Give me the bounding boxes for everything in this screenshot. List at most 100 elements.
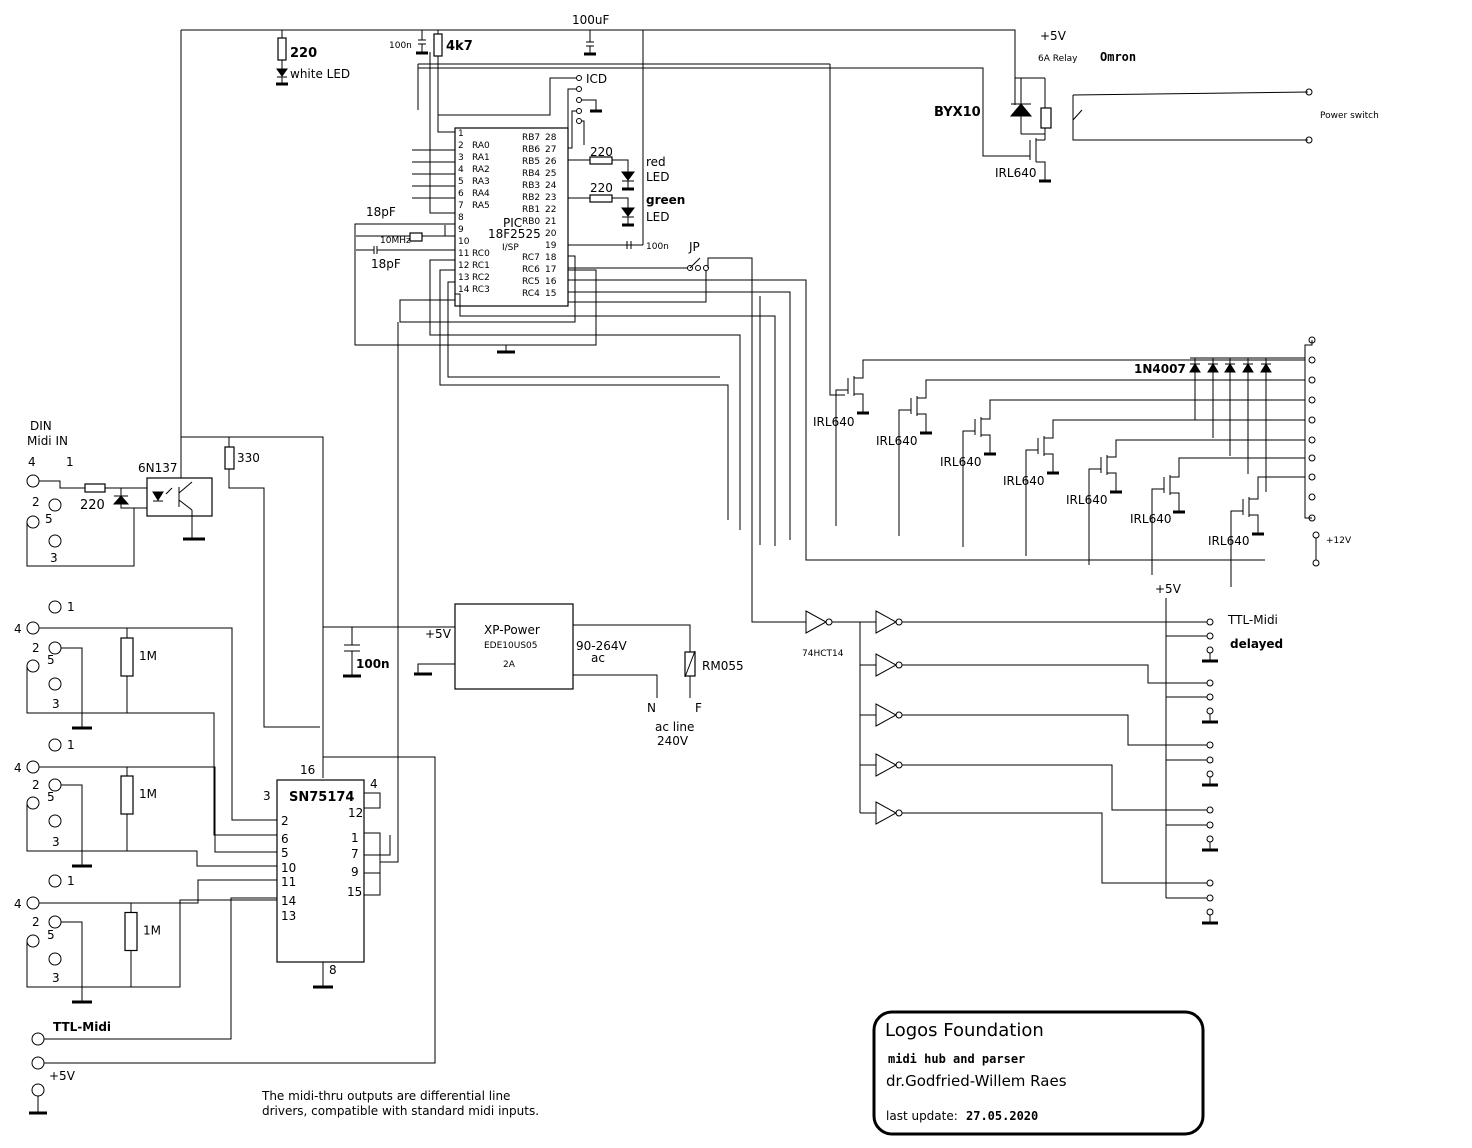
midi-out-pin-2-label: 2 xyxy=(32,915,40,929)
power-switch-label: Power switch xyxy=(1320,111,1379,121)
din-protect-diode-icon xyxy=(112,495,130,505)
psu-current: 2A xyxy=(503,660,516,670)
jumper-jp: JP xyxy=(568,240,806,623)
psu-out-label: +5V xyxy=(425,627,452,641)
din-title-2: Midi IN xyxy=(27,434,68,448)
relay-brand-label: Omron xyxy=(1100,50,1136,64)
pic-pin-name-2: RA0 xyxy=(472,141,490,151)
fet-label-5: IRL640 xyxy=(1066,493,1107,507)
pic-pin-num-23: 23 xyxy=(545,193,556,203)
title-update-label: last update: xyxy=(886,1109,958,1123)
acline-label-1: ac line xyxy=(655,720,694,734)
midi-out-pin-4-label: 4 xyxy=(14,622,22,636)
fet-connector-pin xyxy=(1308,396,1316,404)
midi-out-pin-5-label: 5 xyxy=(47,790,55,804)
ttl-out-gnd-pin xyxy=(1206,707,1214,715)
red-led-label-1: red xyxy=(646,155,666,169)
pic-pin-name-23: RB2 xyxy=(522,193,540,203)
midi-out-resistor xyxy=(120,637,134,677)
pic-pin-num-10: 10 xyxy=(458,237,470,247)
pic-pin-num-3: 3 xyxy=(458,153,464,163)
pic-pin-num-2: 2 xyxy=(458,141,464,151)
midi-out-pin-3 xyxy=(48,952,62,966)
resistor-4k7 xyxy=(433,33,443,57)
ttl-out-signal-pin xyxy=(1206,806,1214,814)
pic-pin-name-11: RC0 xyxy=(472,249,490,259)
relay-fet-label: IRL640 xyxy=(995,166,1036,180)
green-led-resistor-label: 220 xyxy=(590,181,613,195)
diode-label: 1N4007 xyxy=(1134,362,1186,376)
fet-connector-pin xyxy=(1308,454,1316,462)
ttl-delayed-outputs: 74HCT14 +5V TTL-Midi delayed xyxy=(802,582,1283,925)
pic-pin-name-27: RB6 xyxy=(522,145,540,155)
sn-pin-3: 3 xyxy=(263,789,271,803)
pic-pin-name-12: RC1 xyxy=(472,261,490,271)
psu-vac-2: ac xyxy=(591,651,605,665)
white-led-resistor xyxy=(277,37,287,61)
pic-pin-num-8: 8 xyxy=(458,213,464,223)
pic-pin-name-4: RA2 xyxy=(472,165,490,175)
white-led-label: white LED xyxy=(290,67,350,81)
pic-pin-name-17: RC6 xyxy=(522,265,540,275)
midi-out-resistor-label: 1M xyxy=(143,924,161,938)
ttl-out-supply-pin xyxy=(1206,693,1214,701)
ttl-out-supply-pin xyxy=(1206,894,1214,902)
opto-pullup-label: 330 xyxy=(237,451,260,465)
fet-connector-pin xyxy=(1308,473,1316,481)
pic-pin-num-12: 12 xyxy=(458,261,469,271)
fet-connector-pin xyxy=(1308,416,1316,424)
ttl-out-gnd-pin xyxy=(1206,770,1214,778)
sn-pin-15: 15 xyxy=(347,885,362,899)
psu-vac-1: 90-264V xyxy=(576,639,628,653)
ttl-in-terminal xyxy=(31,1032,45,1046)
pic-pin-num-13: 13 xyxy=(458,273,469,283)
varistor-label: RM055 xyxy=(702,659,744,673)
pic-pin-name-5: RA3 xyxy=(472,177,490,187)
midi-out-pin-3 xyxy=(48,814,62,828)
jumper-label: JP xyxy=(688,240,700,254)
midi-out-pin-3 xyxy=(48,677,62,691)
v5-terminal xyxy=(31,1056,45,1070)
title-org: Logos Foundation xyxy=(885,1020,1044,1041)
pic-pin-name-16: RC5 xyxy=(522,277,540,287)
pic-pin-name-3: RA1 xyxy=(472,153,490,163)
pic-pin-num-4: 4 xyxy=(458,165,464,175)
pic-pin-name-18: RC7 xyxy=(522,253,540,263)
ttl-out-label-1: TTL-Midi xyxy=(1227,613,1278,627)
fet-array: 1N4007 +12V IRL640IRL640IRL640IRL640IRL6… xyxy=(813,336,1352,587)
midi-out-pin-4 xyxy=(26,760,40,774)
pic-pin-name-15: RC4 xyxy=(522,289,540,299)
ttl-out-supply-pin xyxy=(1206,632,1214,640)
pic-pin-num-15: 15 xyxy=(545,289,556,299)
hct14-label: 74HCT14 xyxy=(802,649,844,659)
ttl-out-label-2: delayed xyxy=(1230,637,1283,651)
fet-label-2: IRL640 xyxy=(876,434,917,448)
sn-pin-12: 12 xyxy=(348,806,363,820)
midi-out-pin-4 xyxy=(26,621,40,635)
pic-pin-name-25: RB4 xyxy=(522,169,540,179)
c100n-mid-label: 100n xyxy=(646,242,669,252)
midi-in: DIN Midi IN 4 1 2 5 3 220 6N137 33 xyxy=(26,419,324,778)
midi-out-pin-1 xyxy=(48,874,62,888)
pic-pin-num-24: 24 xyxy=(545,181,557,191)
fet-connector-pin xyxy=(1308,356,1316,364)
opto-label: 6N137 xyxy=(138,461,178,475)
ttl-out-signal-pin xyxy=(1206,741,1214,749)
pic-pin-name-6: RA4 xyxy=(472,189,490,199)
top-section: 220 white LED 100n 4k7 100uF ICD xyxy=(180,13,1379,435)
pic-pin-name-22: RB1 xyxy=(522,205,540,215)
flyback-diode-icon xyxy=(1189,363,1201,373)
sn75174: SN75174 16 3 2 6 5 10 11 14 13 4 12 1 7 … xyxy=(44,322,456,1064)
pic-pin-name-26: RB5 xyxy=(522,157,540,167)
midi-out-resistor-label: 1M xyxy=(139,649,157,663)
v12-label: +12V xyxy=(1326,536,1352,546)
sn-pin-8: 8 xyxy=(329,963,337,977)
byx10-diode-icon xyxy=(1009,103,1033,117)
midi-out-pin-5 xyxy=(26,934,40,948)
power-switch-terminal-a xyxy=(1305,88,1313,96)
c18pf-top-label: 18pF xyxy=(366,205,396,219)
sn-pin-10: 10 xyxy=(281,861,296,875)
pic-pin-num-17: 17 xyxy=(545,265,556,275)
power-switch-terminal-b xyxy=(1305,136,1313,144)
